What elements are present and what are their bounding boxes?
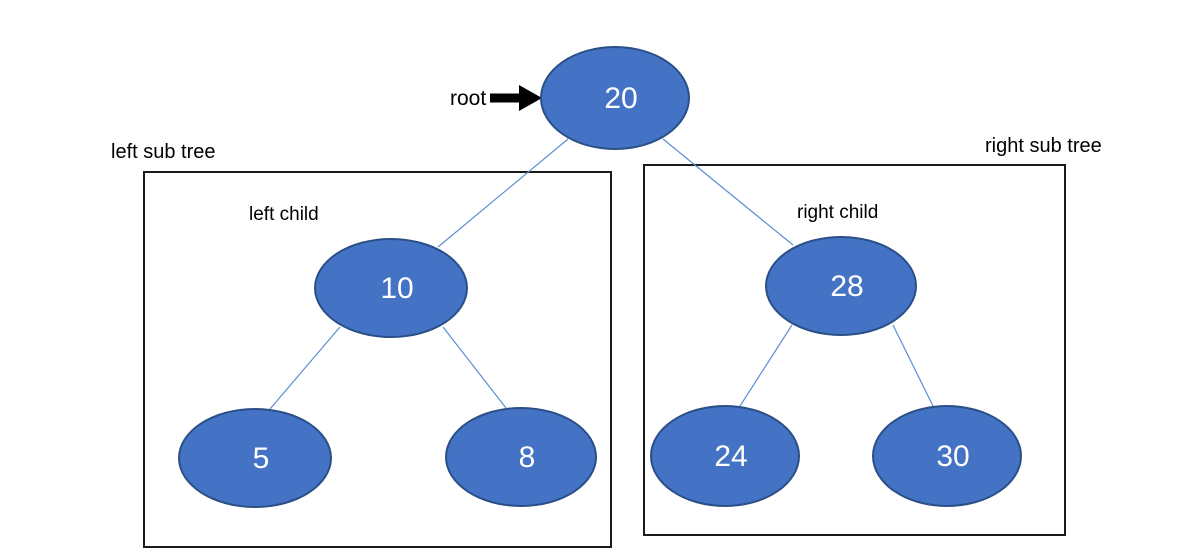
tree-node-left-right[interactable]: 8 (445, 407, 597, 507)
right-subtree-box (643, 164, 1066, 536)
tree-node-root[interactable]: 20 (540, 46, 690, 150)
left-subtree-box (143, 171, 612, 548)
tree-node-left-child[interactable]: 10 (314, 238, 468, 338)
tree-node-left-left-value: 5 (252, 442, 270, 475)
tree-node-right-child[interactable]: 28 (765, 236, 917, 336)
tree-node-right-right-value: 30 (936, 440, 970, 473)
tree-node-root-value: 20 (604, 82, 638, 115)
tree-node-left-right-value: 8 (518, 441, 536, 474)
tree-node-left-child-value: 10 (380, 272, 414, 305)
tree-node-right-child-value: 28 (830, 270, 864, 303)
right-child-label: right child (797, 202, 879, 223)
right-subtree-label: right sub tree (985, 135, 1102, 157)
left-subtree-label: left sub tree (111, 141, 216, 163)
root-arrow (490, 85, 542, 111)
tree-node-right-left-value: 24 (714, 440, 748, 473)
tree-node-right-right[interactable]: 30 (872, 405, 1022, 507)
tree-node-right-left[interactable]: 24 (650, 405, 800, 507)
left-child-label: left child (249, 204, 319, 225)
root-pointer-label: root (450, 87, 487, 110)
tree-node-left-left[interactable]: 5 (178, 408, 332, 508)
